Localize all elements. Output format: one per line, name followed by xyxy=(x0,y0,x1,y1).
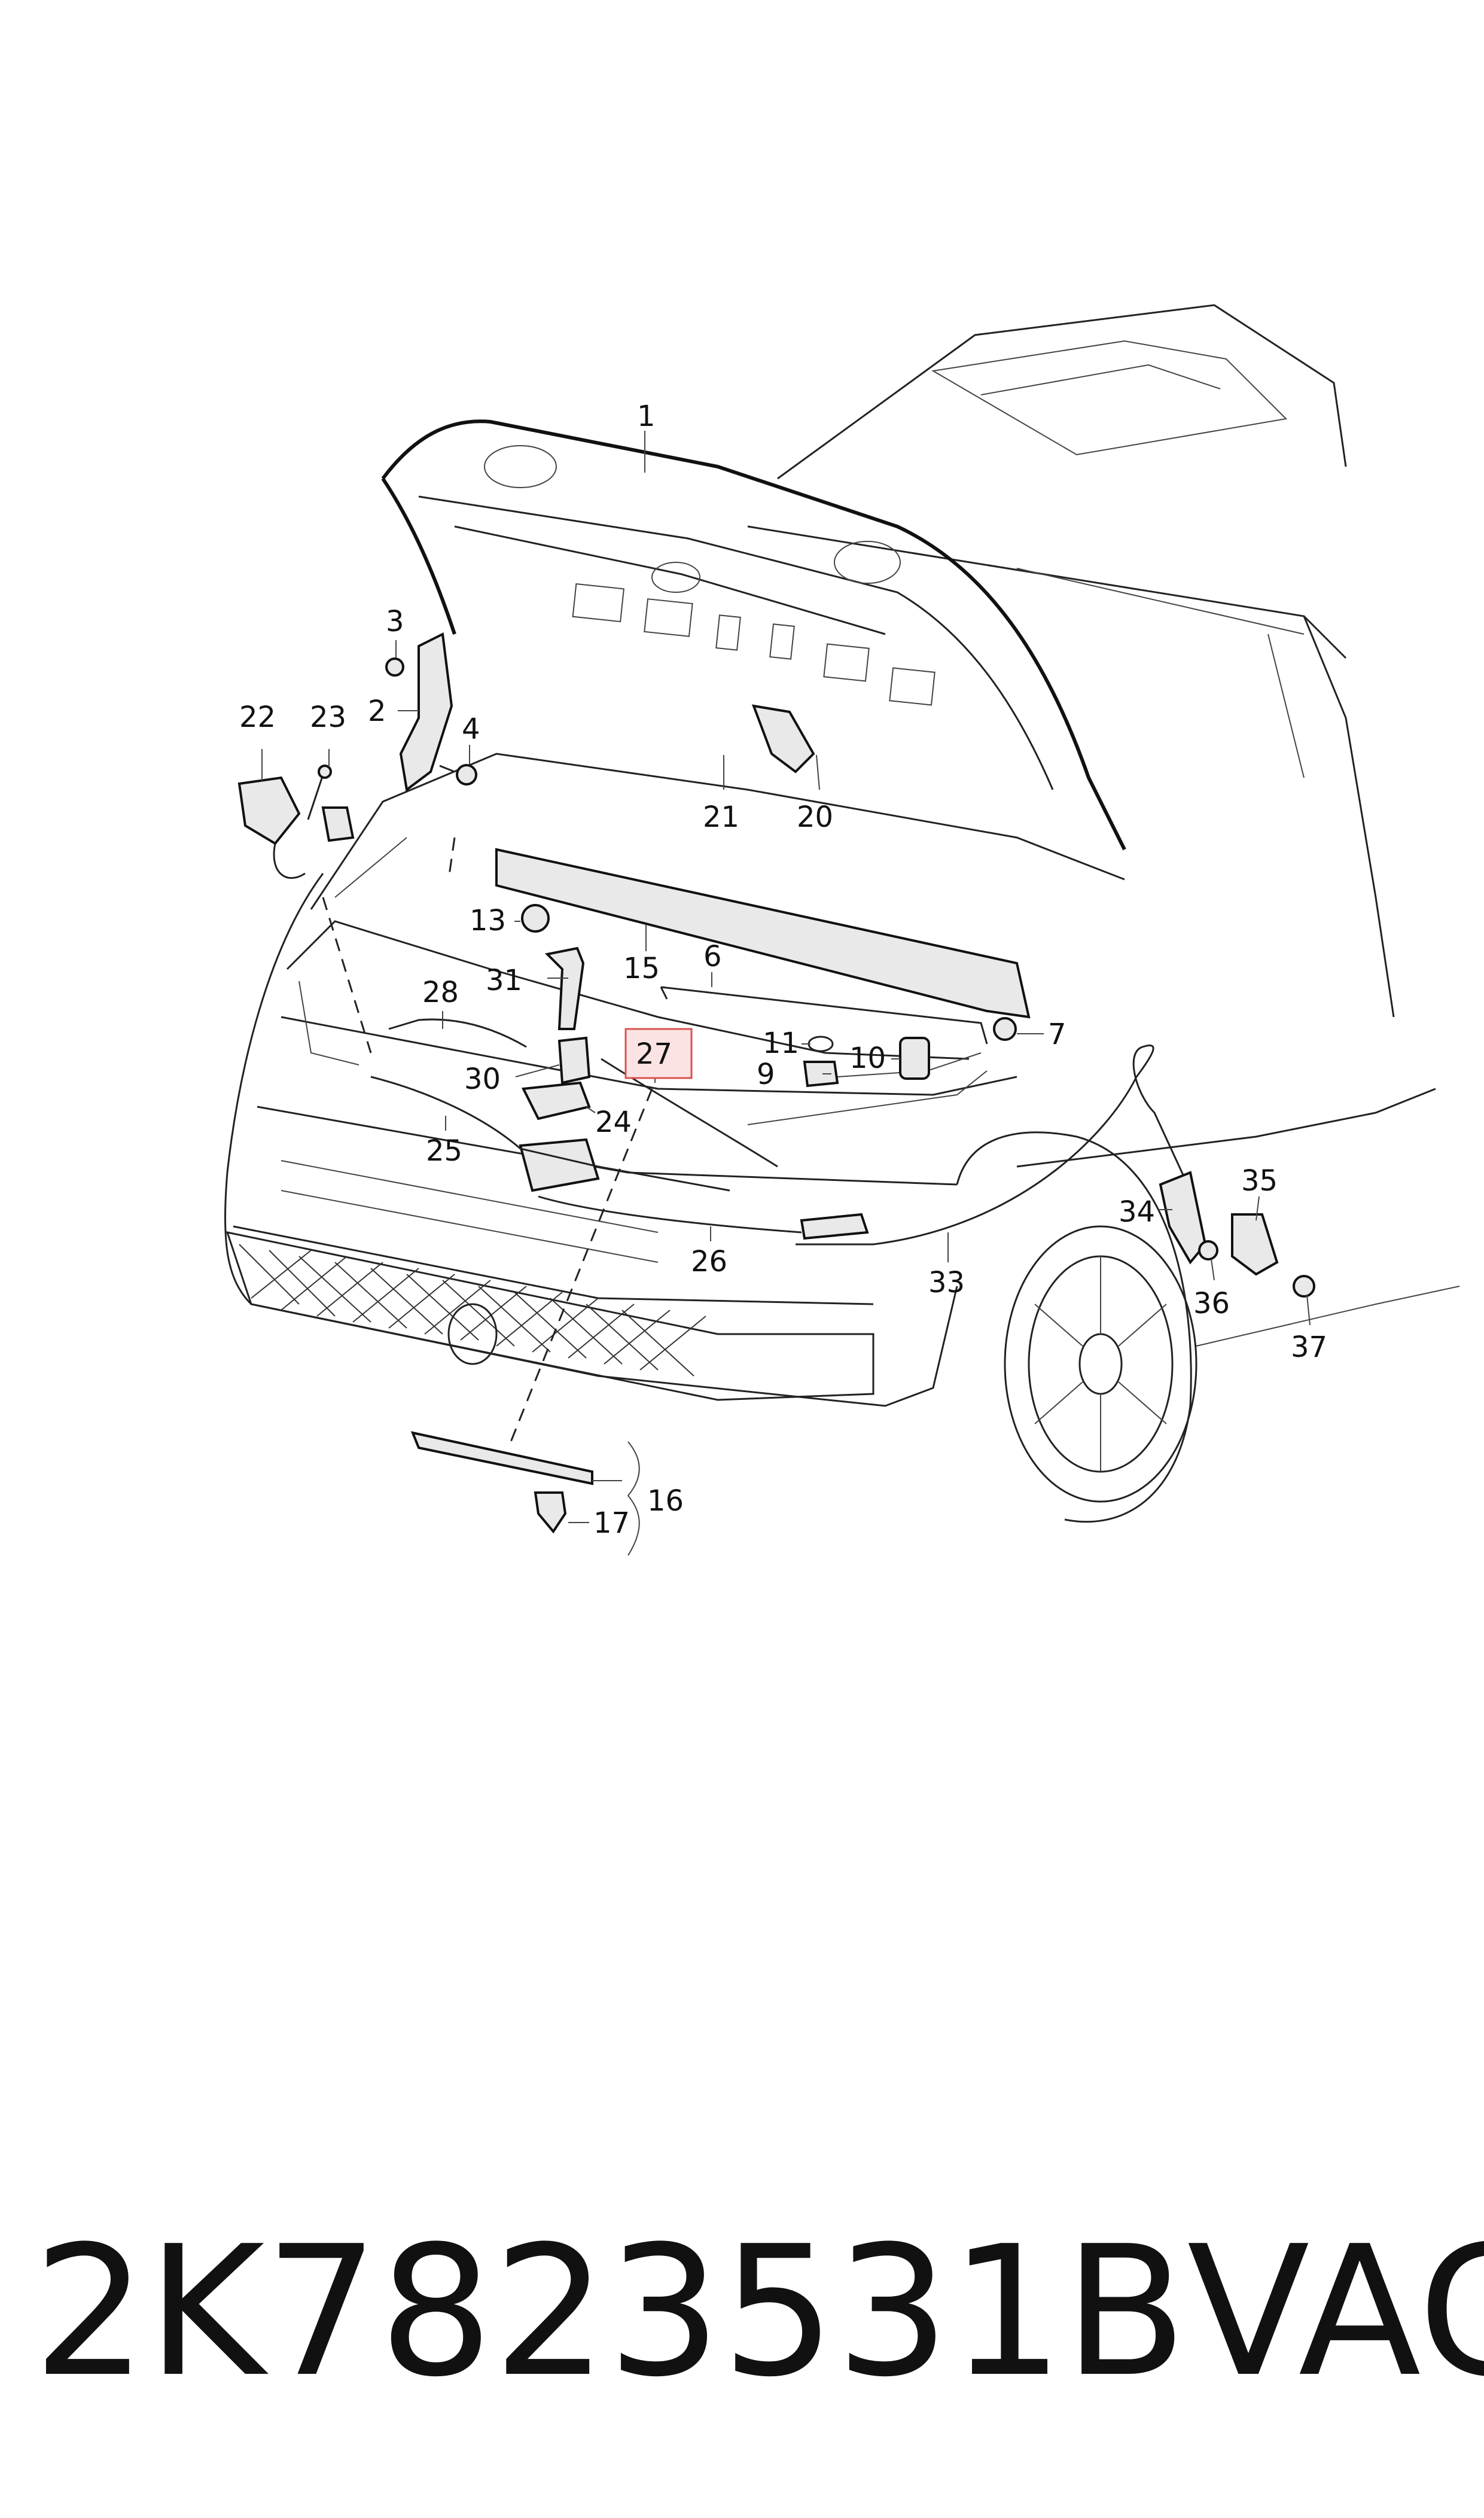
callout-16: 16 xyxy=(647,1484,684,1518)
leader-lines xyxy=(261,431,1311,1556)
callout-21: 21 xyxy=(703,800,739,834)
callout-35: 35 xyxy=(1241,1164,1278,1198)
callout-10: 10 xyxy=(849,1042,886,1075)
callout-20: 20 xyxy=(797,800,833,834)
part-number: 2K7823531B xyxy=(33,2208,1187,2416)
car-body xyxy=(224,304,1460,1523)
callout-24: 24 xyxy=(595,1106,632,1139)
highlight-box xyxy=(624,1028,693,1079)
callout-7: 7 xyxy=(1048,1018,1066,1051)
front-wheel xyxy=(1004,1225,1197,1503)
callout-4: 4 xyxy=(462,713,480,746)
callout-17: 17 xyxy=(593,1506,630,1540)
callout-3: 3 xyxy=(386,605,404,638)
callout-36: 36 xyxy=(1193,1287,1230,1320)
callout-22: 22 xyxy=(239,701,276,734)
callout-1: 1 xyxy=(637,400,656,433)
callout-34: 34 xyxy=(1119,1195,1155,1229)
open-hood xyxy=(381,419,1126,851)
engine-bay xyxy=(310,753,1125,1125)
callout-31: 31 xyxy=(486,964,522,997)
footer-caption: 2K7823531B VAG xyxy=(33,2208,1484,2416)
callout-25: 25 xyxy=(426,1134,462,1168)
callout-23: 23 xyxy=(310,701,346,734)
callout-15: 15 xyxy=(623,952,660,985)
callout-2: 2 xyxy=(368,695,386,728)
parts-diagram: 1 2 3 4 6 7 9 10 11 13 15 16 17 20 21 22… xyxy=(224,304,1460,1556)
callout-26: 26 xyxy=(691,1245,727,1278)
callout-27: 27 xyxy=(636,1037,672,1071)
callout-30: 30 xyxy=(464,1062,501,1096)
callout-28: 28 xyxy=(422,976,459,1009)
callout-6: 6 xyxy=(703,940,722,973)
parts xyxy=(237,632,1315,1534)
callout-9: 9 xyxy=(757,1058,775,1091)
callout-13: 13 xyxy=(470,904,506,937)
callout-33: 33 xyxy=(928,1266,965,1299)
callouts: 1 2 3 4 6 7 9 10 11 13 15 16 17 20 21 22… xyxy=(239,400,1327,1540)
callout-37: 37 xyxy=(1291,1330,1327,1364)
callout-11: 11 xyxy=(763,1027,799,1060)
lower-grille-mesh xyxy=(239,1244,706,1377)
brand-label: VAG xyxy=(1187,2208,1484,2416)
